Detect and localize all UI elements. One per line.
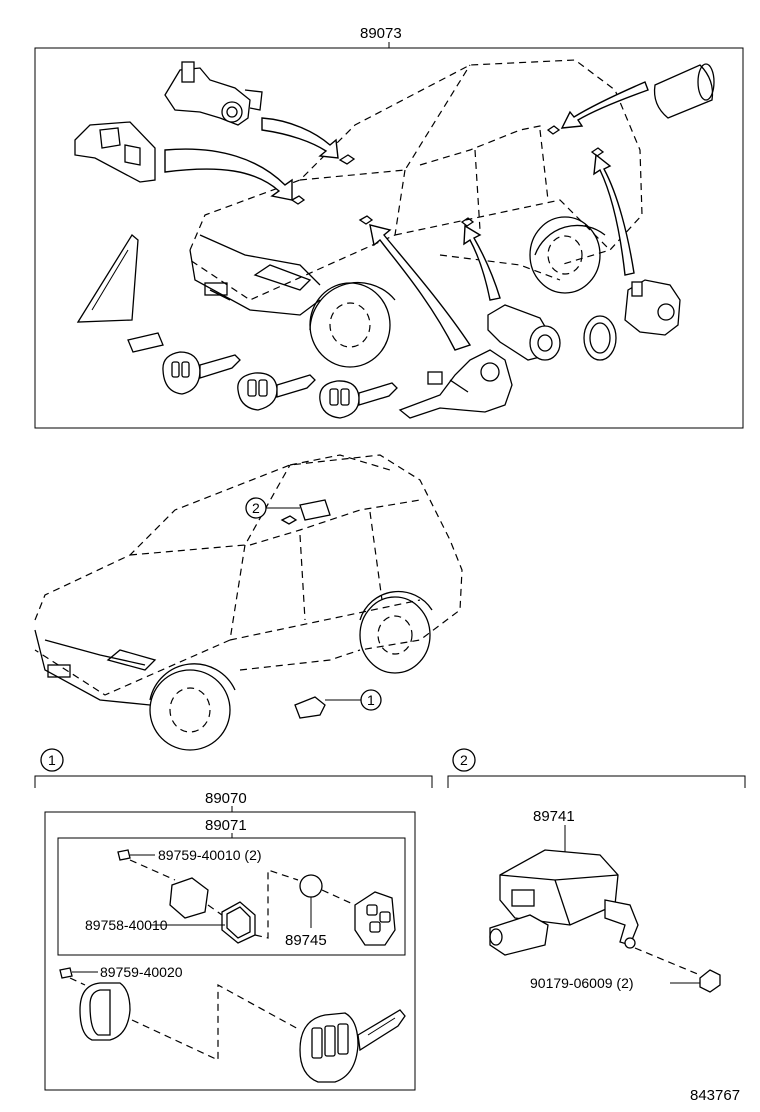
key-3 bbox=[319, 380, 398, 419]
vehicle-illustration-top bbox=[189, 59, 643, 368]
section-1: 1 89070 89071 89759-40010 (2) 89758-4001… bbox=[34, 748, 433, 1091]
screw-89759-40010: 89759-40010 (2) bbox=[117, 847, 262, 863]
label-89745: 89745 bbox=[285, 932, 327, 949]
label-89741: 89741 bbox=[533, 808, 575, 825]
label-89758-40010: 89758-40010 bbox=[85, 917, 168, 933]
case-89758-40010: 89758-40010 bbox=[85, 901, 256, 944]
section-1-marker: 1 bbox=[48, 752, 56, 768]
locator-arrows bbox=[164, 81, 649, 351]
cylinder-ring bbox=[583, 315, 617, 361]
rear-lock-cylinder bbox=[624, 279, 681, 336]
figure-number: 843767 bbox=[690, 1087, 740, 1104]
door-lock-cylinder-lower bbox=[487, 304, 561, 361]
door-lock-cylinder-upper bbox=[164, 61, 263, 126]
key-2 bbox=[237, 372, 316, 411]
screw-89759-40020: 89759-40020 bbox=[59, 964, 183, 980]
key-1 bbox=[162, 351, 241, 395]
circuit-board bbox=[169, 877, 209, 919]
section-2: 2 89741 90179-06009 (2) bbox=[447, 748, 746, 993]
key-shell bbox=[79, 982, 131, 1041]
transmitter-housing bbox=[354, 891, 396, 946]
label-89759-40020: 89759-40020 bbox=[100, 964, 183, 980]
ignition-lock-cylinder bbox=[398, 349, 513, 419]
bolt-90179-06009: 90179-06009 (2) bbox=[530, 969, 721, 993]
battery-89745: 89745 bbox=[285, 874, 327, 949]
label-89071: 89071 bbox=[205, 817, 247, 834]
key-blank bbox=[127, 332, 164, 353]
transmitter-small: 1 bbox=[294, 689, 382, 719]
label-89073: 89073 bbox=[360, 25, 402, 42]
ignition-module-left bbox=[74, 121, 156, 183]
label-90179-06009: 90179-06009 (2) bbox=[530, 975, 634, 991]
vehicle-illustration-middle bbox=[34, 454, 463, 751]
marker-1-label: 1 bbox=[367, 692, 375, 708]
cylinder-cover-right bbox=[653, 63, 715, 119]
section-2-marker: 2 bbox=[460, 752, 468, 768]
label-89759-40010: 89759-40010 (2) bbox=[158, 847, 262, 863]
triangle-glass bbox=[76, 234, 139, 323]
top-panel: 89073 bbox=[34, 25, 744, 429]
key-with-transmitter bbox=[299, 1009, 406, 1083]
door-control-receiver bbox=[489, 849, 639, 956]
label-89070: 89070 bbox=[205, 790, 247, 807]
marker-2-middle: 2 bbox=[245, 497, 300, 519]
marker-2-label: 2 bbox=[252, 500, 260, 516]
